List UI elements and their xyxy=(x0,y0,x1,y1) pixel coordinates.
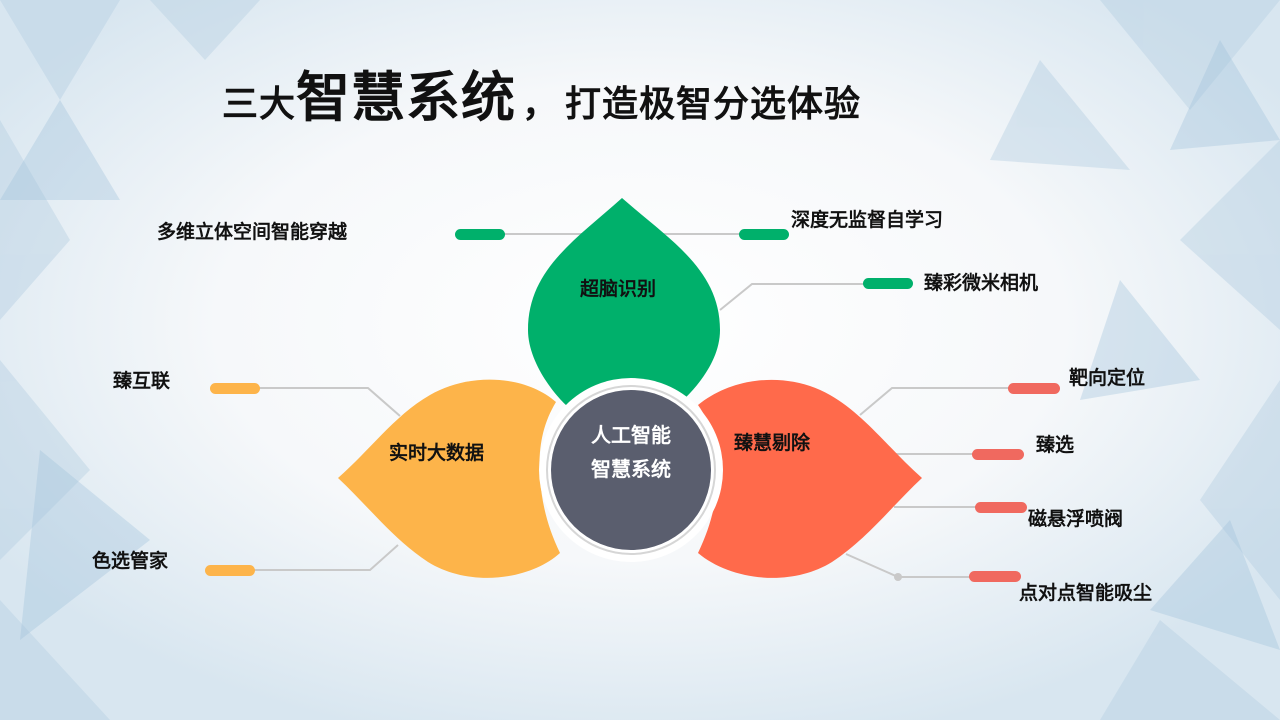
petal-right xyxy=(698,379,922,578)
petal-right-label: 臻慧剔除 xyxy=(734,432,811,454)
feature-right-3: 点对点智能吸尘 xyxy=(1019,582,1153,604)
petal-top xyxy=(528,198,720,410)
bullet-pills xyxy=(205,229,1060,582)
petal-left xyxy=(338,379,560,578)
title-part1: 三大 xyxy=(222,84,297,125)
pill-top-0 xyxy=(455,229,505,240)
title-part2: 智慧系统 xyxy=(296,66,517,129)
pill-top-2 xyxy=(863,278,913,289)
petal-top-label: 超脑识别 xyxy=(580,278,657,300)
pill-left-1 xyxy=(205,565,255,576)
pill-right-1 xyxy=(972,449,1024,460)
title-comma: ， xyxy=(522,84,560,125)
feature-left-1: 色选管家 xyxy=(92,550,169,572)
connector-lines xyxy=(230,233,1034,578)
title-part3: 打造极智分选体验 xyxy=(565,84,862,125)
center-label-line2: 智慧系统 xyxy=(591,457,671,481)
center-circle xyxy=(551,390,711,550)
pill-right-3 xyxy=(969,571,1021,582)
pill-top-1 xyxy=(739,229,789,240)
feature-top-1: 深度无监督自学习 xyxy=(791,209,944,231)
feature-top-2: 臻彩微米相机 xyxy=(924,272,1039,294)
connector-dot xyxy=(894,573,902,581)
petal-left-label: 实时大数据 xyxy=(389,442,485,464)
page-title: 三大智慧系统，打造极智分选体验 xyxy=(222,58,861,138)
feature-top-0: 多维立体空间智能穿越 xyxy=(157,221,348,243)
pill-right-0 xyxy=(1008,383,1060,394)
pill-left-0 xyxy=(210,383,260,394)
center-circle-border xyxy=(546,385,716,555)
feature-right-1: 臻选 xyxy=(1036,434,1075,456)
center-label-line1: 人工智能 xyxy=(591,423,671,447)
feature-left-0: 臻互联 xyxy=(113,370,171,392)
feature-right-0: 靶向定位 xyxy=(1069,367,1146,389)
center-label: 人工智能 智慧系统 xyxy=(549,418,713,486)
pill-right-2 xyxy=(975,502,1027,513)
feature-right-2: 磁悬浮喷阀 xyxy=(1028,508,1124,530)
